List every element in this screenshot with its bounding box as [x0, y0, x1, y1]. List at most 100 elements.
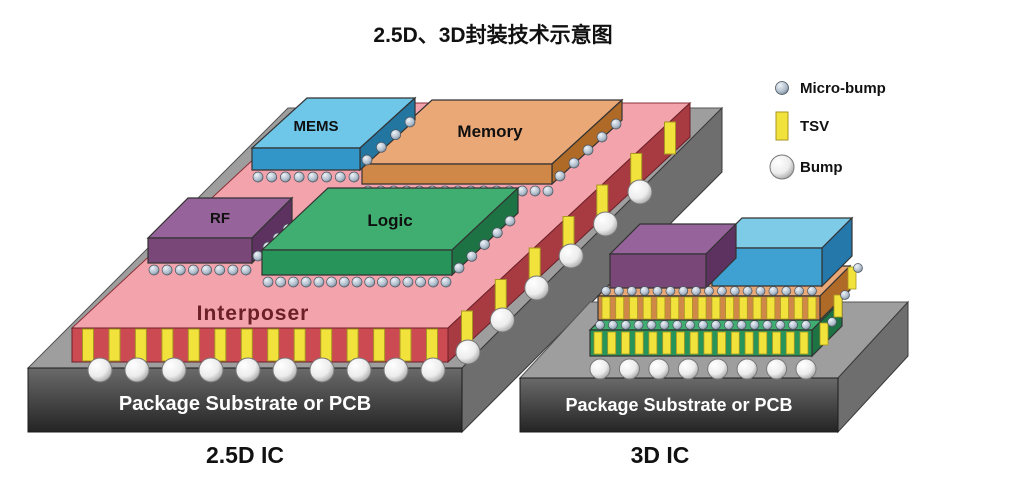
row-item [383, 357, 409, 383]
row-item [785, 331, 795, 355]
row-item [780, 296, 789, 320]
row-item [639, 286, 650, 296]
row-item [124, 357, 150, 383]
row-item [768, 286, 779, 296]
row-item [736, 320, 747, 330]
chip-memory: Memory [360, 98, 624, 197]
row-item [642, 296, 652, 320]
row-item [772, 331, 781, 355]
row-item [134, 328, 147, 362]
row-item [293, 171, 305, 183]
row-item [346, 357, 372, 383]
row-item [648, 331, 658, 355]
row-item [582, 144, 594, 156]
row-item [736, 358, 758, 380]
row-item [524, 275, 550, 301]
row-item [697, 296, 707, 320]
row-item [725, 296, 734, 320]
row-item [293, 328, 306, 362]
row-item [346, 328, 359, 362]
row-item [161, 357, 187, 383]
row-item [558, 243, 584, 269]
row-item [676, 331, 685, 355]
row-item [775, 320, 786, 330]
row-item [691, 286, 701, 296]
row-item [648, 358, 670, 380]
ic-3d-figure: Package Substrate or PCB [518, 216, 910, 468]
row-item [729, 286, 740, 296]
row-item [795, 358, 817, 380]
legend-tsv-label: TSV [800, 118, 829, 135]
row-item [833, 294, 843, 318]
row-item [275, 276, 287, 288]
row-item [665, 286, 676, 296]
row-item [610, 118, 622, 130]
row-item [738, 296, 748, 320]
row-item [607, 331, 617, 355]
row-item [214, 264, 226, 276]
chip-rf-front-face [147, 237, 253, 264]
row-item [656, 296, 666, 320]
purple-chip-front-face [609, 253, 707, 289]
row-item [404, 116, 416, 128]
row-item [659, 320, 670, 330]
row-item [348, 171, 360, 183]
row-item [626, 286, 637, 296]
row-item [707, 358, 729, 380]
caption-25d: 2.5D IC [206, 442, 284, 468]
caption-3d: 3D IC [631, 442, 690, 468]
row-item [399, 328, 412, 362]
row-item [494, 279, 507, 312]
substrate-3d-front-face [519, 377, 839, 433]
row-item [554, 170, 566, 182]
row-item [453, 262, 465, 274]
row-item [827, 317, 837, 327]
row-item [375, 141, 387, 153]
legend: Micro-bump TSV Bump [769, 80, 886, 180]
row-item [272, 357, 298, 383]
chip-mems-label: MEMS [294, 118, 339, 135]
logic-microbump-row [262, 276, 452, 288]
row-item [758, 331, 768, 355]
row-item [313, 276, 325, 288]
row-item [601, 286, 611, 296]
row-item [608, 320, 618, 330]
row-item [793, 296, 803, 320]
green-die-front-face [589, 329, 813, 357]
substrate-25d-label: Package Substrate or PCB [119, 393, 371, 415]
row-item [723, 320, 734, 330]
ic-25d-figure: Package Substrate or PCB Interposer Memo… [26, 96, 724, 468]
row-item [689, 331, 699, 355]
row-item [672, 320, 683, 330]
chip-logic: Logic [260, 186, 520, 288]
row-item [794, 286, 804, 296]
chip-logic-label: Logic [367, 211, 412, 230]
row-item [364, 276, 376, 288]
row-item [840, 290, 850, 300]
row-item [589, 358, 611, 380]
row-item [634, 331, 644, 355]
row-item [762, 320, 773, 330]
row-item [646, 320, 657, 330]
bump-icon [769, 154, 795, 180]
row-item [504, 215, 516, 227]
row-item [326, 276, 337, 288]
row-item [288, 276, 299, 288]
row-item [618, 358, 640, 380]
row-item [621, 331, 630, 355]
row-item [390, 129, 402, 141]
legend-micro-bump-label: Micro-bump [800, 80, 886, 97]
row-item [749, 320, 760, 330]
row-item [262, 276, 274, 288]
row-item [420, 357, 446, 383]
row-item [373, 328, 386, 362]
row-item [629, 296, 638, 320]
row-item [766, 358, 788, 380]
row-item [321, 171, 332, 183]
row-item [568, 157, 580, 169]
chip-mems: MEMS [250, 96, 417, 183]
row-item [529, 185, 541, 197]
row-item [684, 296, 693, 320]
row-item [633, 320, 644, 330]
row-item [440, 276, 452, 288]
